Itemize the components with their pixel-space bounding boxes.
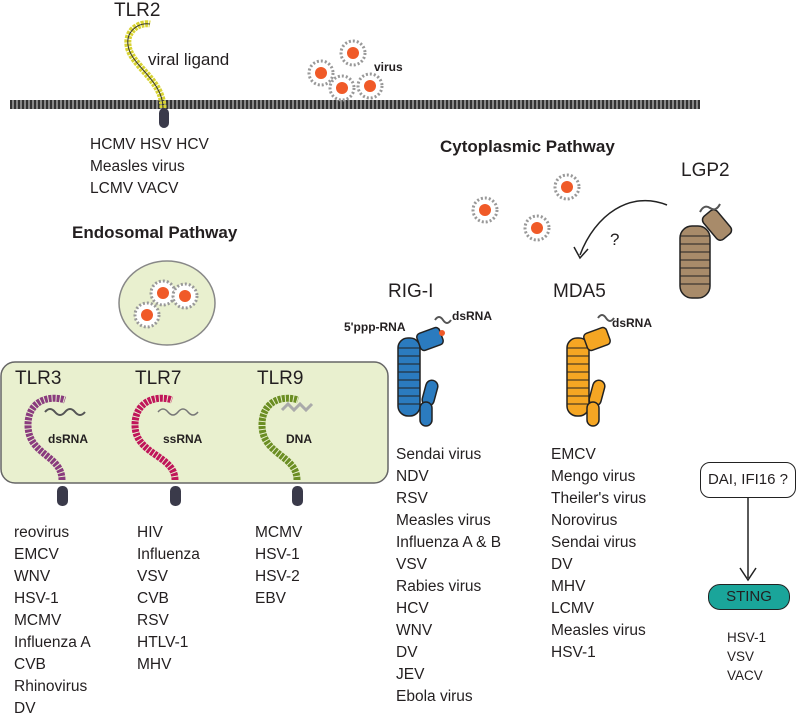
- list-item: HCMV HSV HCV: [90, 136, 209, 153]
- mda5-virus-list: EMCV Mengo virus Theiler's virus Norovir…: [551, 444, 646, 664]
- list-item: Measles virus: [90, 158, 185, 175]
- tlr9-virus-list: MCMV HSV-1 HSV-2 EBV: [255, 522, 302, 610]
- list-item: WNV: [396, 622, 433, 639]
- sting-virus-list: HSV-1 VSV VACV: [727, 628, 766, 685]
- list-item: MHV: [551, 578, 586, 595]
- list-item: HSV-1: [551, 644, 596, 661]
- tlr9-title: TLR9: [257, 368, 304, 389]
- list-item: VACV: [727, 668, 763, 683]
- sting-adaptor-box: STING: [708, 584, 790, 610]
- rigi-ligand2-label: dsRNA: [452, 309, 493, 323]
- virus-icon: [471, 196, 499, 224]
- tlr2-virus-list: HCMV HSV HCV Measles virus LCMV VACV: [90, 134, 209, 200]
- tlr9-tir-domain: [292, 486, 303, 506]
- endosomal-compartment: [0, 361, 389, 484]
- virus-icon: [339, 39, 367, 67]
- list-item: CVB: [137, 590, 169, 607]
- list-item: Influenza: [137, 546, 200, 563]
- list-item: JEV: [396, 666, 425, 683]
- list-item: Influenza A & B: [396, 534, 502, 551]
- list-item: Ebola virus: [396, 688, 473, 705]
- virus-icon: [149, 279, 177, 307]
- list-item: Theiler's virus: [551, 490, 647, 507]
- tlr3-title: TLR3: [15, 368, 62, 389]
- list-item: VSV: [727, 649, 755, 664]
- rigi-title: RIG-I: [388, 281, 434, 302]
- list-item: VSV: [137, 568, 169, 585]
- lgp2-title: LGP2: [681, 160, 730, 181]
- list-item: HSV-1: [727, 630, 767, 645]
- list-item: MCMV: [14, 612, 62, 629]
- virus-icon: [171, 282, 199, 310]
- virus-icon: [356, 72, 384, 100]
- tlr3-ligand-label: dsRNA: [48, 432, 89, 446]
- list-item: LCMV VACV: [90, 180, 179, 197]
- mda5-ligand-label: dsRNA: [612, 316, 653, 330]
- viral-ligand-label: viral ligand: [148, 50, 230, 69]
- tlr3-virus-list: reovirus EMCV WNV HSV-1 MCMV Influenza A…: [14, 522, 91, 720]
- list-item: HSV-1: [14, 590, 59, 607]
- list-item: DV: [396, 644, 418, 661]
- list-item: MHV: [137, 656, 172, 673]
- list-item: RSV: [396, 490, 428, 507]
- list-item: VSV: [396, 556, 428, 573]
- list-item: EMCV: [551, 446, 596, 463]
- endosomal-pathway-title: Endosomal Pathway: [72, 223, 238, 242]
- rigi-ligand1-label: 5'ppp-RNA: [344, 320, 406, 334]
- tlr3-tir-domain: [57, 486, 68, 506]
- list-item: DV: [551, 556, 573, 573]
- list-item: HSV-1: [255, 546, 300, 563]
- cytoplasmic-pathway-title: Cytoplasmic Pathway: [440, 137, 615, 156]
- list-item: Sendai virus: [551, 534, 637, 551]
- virus-icon: [133, 301, 161, 329]
- list-item: RSV: [137, 612, 169, 629]
- tlr2-tir-domain: [159, 108, 169, 128]
- list-item: Measles virus: [551, 622, 646, 639]
- list-item: Influenza A: [14, 634, 91, 651]
- list-item: Rabies virus: [396, 578, 482, 595]
- question-mark: ?: [610, 230, 620, 249]
- tlr9-receptor: [258, 394, 301, 481]
- list-item: NDV: [396, 468, 429, 485]
- virus-label: virus: [374, 60, 403, 74]
- tlr7-receptor: [131, 394, 179, 481]
- plasma-membrane: [10, 100, 700, 109]
- list-item: HTLV-1: [137, 634, 189, 651]
- list-item: Measles virus: [396, 512, 491, 529]
- virus-icon: [553, 173, 581, 201]
- list-item: Norovirus: [551, 512, 618, 529]
- rigi-virus-list: Sendai virus NDV RSV Measles virus Influ…: [396, 444, 501, 708]
- virus-icon: [523, 214, 551, 242]
- tlr3-receptor: [24, 394, 67, 481]
- tlr7-virus-list: HIV Influenza VSV CVB RSV HTLV-1 MHV: [137, 522, 200, 676]
- list-item: EMCV: [14, 546, 59, 563]
- list-item: HIV: [137, 524, 163, 541]
- tlr7-ligand-label: ssRNA: [163, 432, 203, 446]
- list-item: HSV-2: [255, 568, 300, 585]
- lgp2-helicase: [679, 225, 711, 299]
- tlr7-tir-domain: [170, 486, 181, 506]
- lgp2-to-mda5-arrow: [579, 199, 668, 256]
- list-item: Mengo virus: [551, 468, 636, 485]
- dai-ifi16-sensor-box: DAI, IFI16 ?: [700, 462, 796, 498]
- list-item: Sendai virus: [396, 446, 482, 463]
- list-item: DV: [14, 700, 36, 717]
- mda5-title: MDA5: [553, 281, 606, 302]
- virus-icon: [307, 59, 335, 87]
- list-item: CVB: [14, 656, 46, 673]
- list-item: WNV: [14, 568, 51, 585]
- tlr2-title: TLR2: [114, 0, 161, 21]
- list-item: Rhinovirus: [14, 678, 88, 695]
- list-item: reovirus: [14, 524, 70, 541]
- tlr9-ligand-label: DNA: [286, 432, 312, 446]
- list-item: LCMV: [551, 600, 595, 617]
- list-item: HCV: [396, 600, 429, 617]
- virus-icon: [328, 74, 356, 102]
- tlr7-title: TLR7: [135, 368, 182, 389]
- list-item: MCMV: [255, 524, 303, 541]
- list-item: EBV: [255, 590, 287, 607]
